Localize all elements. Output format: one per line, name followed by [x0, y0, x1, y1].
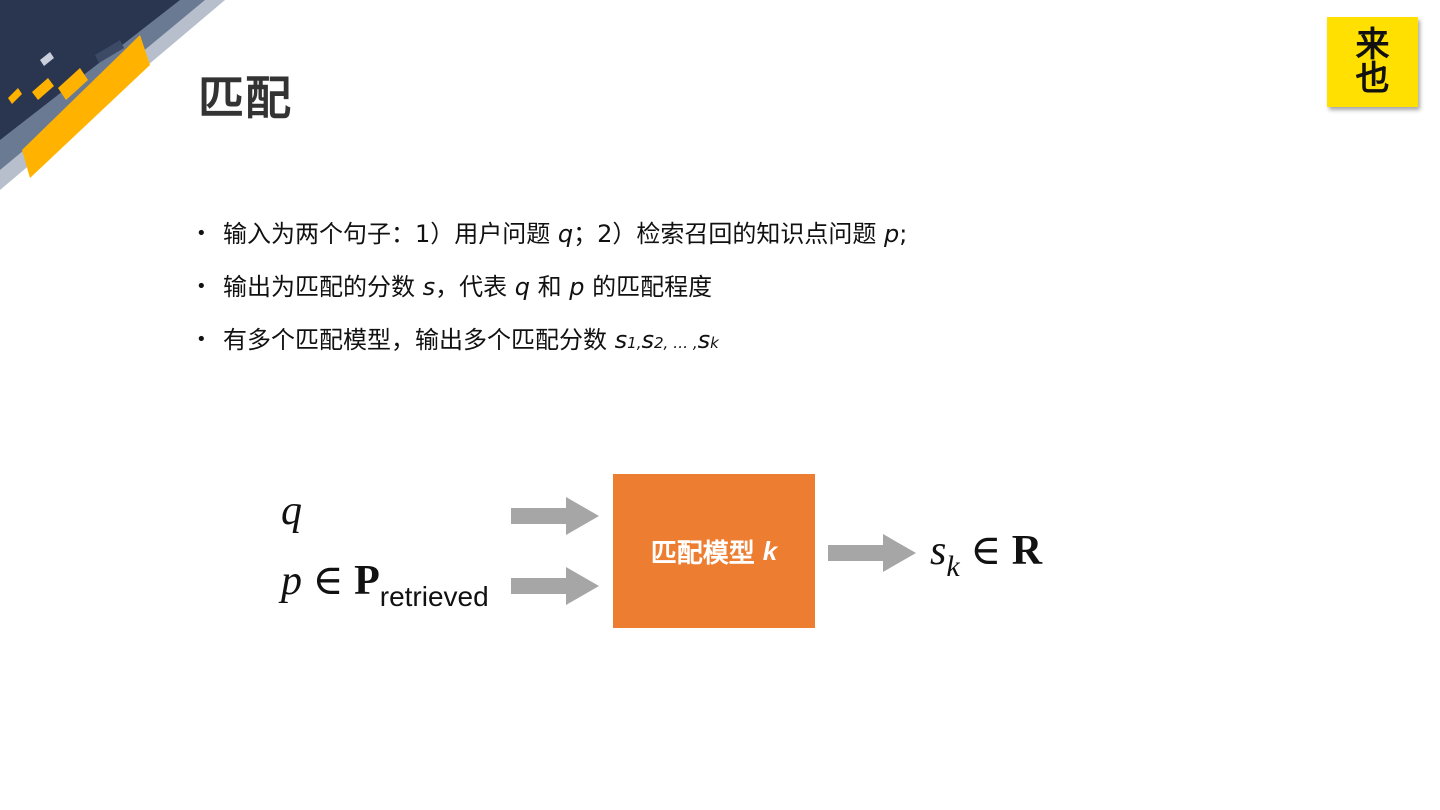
- input-p-label: p ∈ Pretrieved: [281, 555, 489, 605]
- bullet-item-output: •输出为匹配的分数 s，代表 q 和 p 的匹配程度: [196, 269, 907, 322]
- bullet-dot: •: [196, 322, 223, 358]
- logo-char-1: 来: [1356, 28, 1390, 62]
- bullet-list: •输入为两个句子：1）用户问题 q；2）检索召回的知识点问题 p; •输出为匹配…: [196, 216, 907, 375]
- model-var: k: [763, 536, 777, 567]
- input-q-label: q: [281, 487, 302, 535]
- model-label: 匹配模型: [651, 533, 755, 570]
- arrow-p-icon: [511, 567, 601, 607]
- arrow-output-icon: [828, 534, 918, 574]
- score-sequence: s1,s2, … ,sk: [615, 326, 719, 354]
- bullet-dot: •: [196, 216, 223, 252]
- matching-model-box: 匹配模型 k: [613, 474, 815, 628]
- page-title: 匹配: [198, 62, 292, 128]
- bullet-item-multi-model: •有多个匹配模型，输出多个匹配分数 s1,s2, … ,sk: [196, 322, 907, 375]
- arrow-q-icon: [511, 497, 601, 537]
- bullet-dot: •: [196, 269, 223, 305]
- logo-char-2: 也: [1356, 62, 1390, 96]
- logo-badge: 来 也: [1327, 17, 1418, 107]
- output-score-label: sk ∈ R: [930, 525, 1042, 575]
- bullet-item-input: •输入为两个句子：1）用户问题 q；2）检索召回的知识点问题 p;: [196, 216, 907, 269]
